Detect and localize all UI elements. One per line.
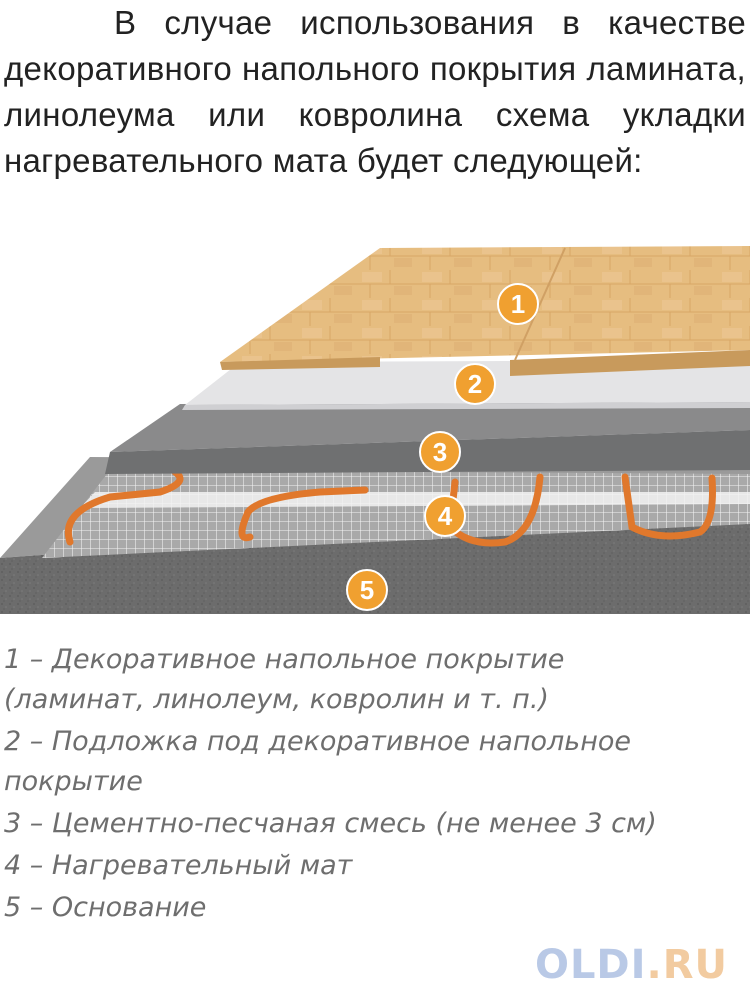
marker-3-label: 3	[433, 437, 447, 467]
marker-5: 5	[346, 569, 388, 611]
watermark-part-2: .RU	[646, 942, 728, 988]
legend-number: 5	[4, 892, 22, 923]
legend-number: 4	[4, 850, 22, 881]
legend-text: Нагревательный мат	[51, 850, 353, 881]
marker-3: 3	[419, 431, 461, 473]
legend-separator: –	[21, 644, 52, 675]
legend-separator: –	[21, 892, 52, 923]
laminate-layer	[220, 246, 750, 376]
marker-5-label: 5	[360, 575, 374, 605]
marker-1: 1	[497, 283, 539, 325]
legend-text: Основание	[51, 892, 207, 923]
legend-item-5: 5 – Основание	[4, 888, 750, 928]
marker-4-label: 4	[438, 501, 453, 531]
layer-legend: 1 – Декоративное напольное покрытие (лам…	[4, 640, 750, 930]
marker-2: 2	[454, 363, 496, 405]
layer-markers: 1 2 3 4 5	[346, 283, 539, 611]
legend-text: Подложка под декоративное напольное покр…	[4, 726, 631, 797]
marker-2-label: 2	[468, 369, 482, 399]
legend-item-3: 3 – Цементно-песчаная смесь (не менее 3 …	[4, 804, 750, 844]
legend-number: 1	[4, 644, 22, 675]
legend-text: Декоративное напольное покрытие (ламинат…	[4, 644, 565, 715]
intro-paragraph: В случае использования в качестве декора…	[4, 0, 746, 184]
heating-mat-layer	[42, 468, 750, 558]
watermark-part-1: OLDI	[534, 942, 647, 988]
legend-number: 3	[4, 808, 22, 839]
legend-separator: –	[21, 808, 52, 839]
legend-text: Цементно-песчаная смесь (не менее 3 см)	[51, 808, 657, 839]
legend-item-4: 4 – Нагревательный мат	[4, 846, 750, 886]
watermark: OLDI.RU	[535, 942, 728, 988]
floor-layers-illustration: 1 2 3 4 5	[0, 246, 750, 614]
legend-separator: –	[21, 726, 52, 757]
marker-4: 4	[424, 495, 466, 537]
legend-separator: –	[21, 850, 52, 881]
legend-number: 2	[4, 726, 22, 757]
marker-1-label: 1	[511, 289, 525, 319]
intro-text: В случае использования в качестве декора…	[4, 4, 746, 179]
legend-item-2: 2 – Подложка под декоративное напольное …	[4, 722, 750, 802]
legend-item-1: 1 – Декоративное напольное покрытие (лам…	[4, 640, 750, 720]
